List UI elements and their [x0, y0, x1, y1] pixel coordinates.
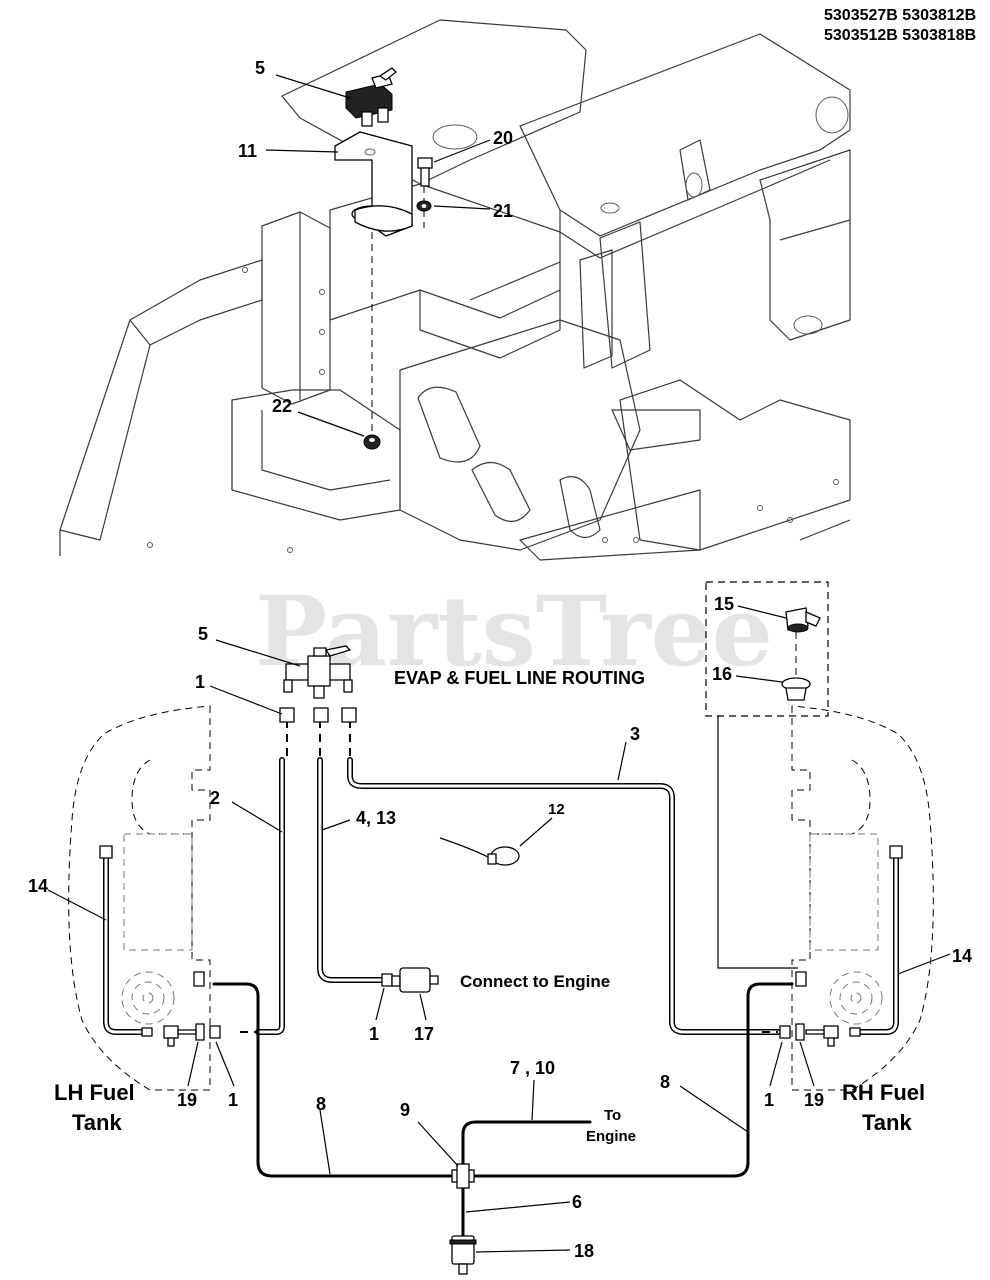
callout-17: 17 — [414, 1024, 434, 1044]
part-9-cross-fitting — [451, 1163, 475, 1189]
lh-fittings — [99, 845, 221, 1047]
callout-8-left: 8 — [316, 1094, 326, 1114]
rh-fuel-tank-label-line1: RH Fuel — [842, 1080, 925, 1105]
rh-fuel-tank-label-line2: Tank — [862, 1110, 912, 1135]
part-5-valve — [283, 645, 353, 699]
callout-1-canister: 1 — [369, 1024, 379, 1044]
part-15-rollover-valve — [785, 607, 821, 633]
top-callout-5: 5 — [255, 58, 265, 78]
callout-16: 16 — [712, 664, 732, 684]
callout-2: 2 — [210, 788, 220, 808]
callout-14-right: 14 — [952, 946, 972, 966]
detail-leader-line — [717, 716, 798, 969]
callout-14-left: 14 — [28, 876, 48, 896]
lh-fuel-tank-label-line1: LH Fuel — [54, 1080, 135, 1105]
top-callout-11: 11 — [238, 141, 257, 161]
part-17-carbon-canister — [381, 967, 439, 993]
top-callout-21: 21 — [493, 201, 513, 221]
connect-to-engine-label: Connect to Engine — [460, 972, 610, 991]
callout-19-left: 19 — [177, 1090, 197, 1110]
rh-fuel-tank-outline — [791, 705, 934, 1091]
clamps-1 — [279, 707, 357, 723]
part-12-cable-tie — [439, 837, 520, 866]
model-numbers-line2: 5303512B 5303818B — [824, 27, 976, 44]
detail-box — [705, 581, 829, 717]
diagram-title: EVAP & FUEL LINE ROUTING — [394, 668, 645, 688]
callout-9: 9 — [400, 1100, 410, 1120]
model-numbers-line1: 5303527B 5303812B — [824, 7, 976, 24]
top-callout-22: 22 — [272, 396, 292, 416]
lh-fuel-tank-outline — [68, 705, 211, 1091]
frame-illustration — [59, 19, 851, 561]
callout-1-valve-clamp: 1 — [195, 672, 205, 692]
callout-8-right: 8 — [660, 1072, 670, 1092]
top-callout-20: 20 — [493, 128, 513, 148]
callout-6: 6 — [572, 1192, 582, 1212]
callout-4-13: 4, 13 — [356, 808, 396, 828]
callout-5: 5 — [198, 624, 208, 644]
callout-19-right: 19 — [804, 1090, 824, 1110]
callout-12: 12 — [548, 801, 565, 818]
lh-fuel-tank-label-line2: Tank — [72, 1110, 122, 1135]
callout-7-10: 7 , 10 — [510, 1058, 555, 1078]
part-18-fuel-filter — [449, 1235, 477, 1275]
rh-fittings — [779, 845, 903, 1047]
callout-1-right: 1 — [764, 1090, 774, 1110]
to-engine-label-line1: To — [604, 1107, 621, 1124]
callout-1-left: 1 — [228, 1090, 238, 1110]
callout-18: 18 — [574, 1241, 594, 1261]
callout-3: 3 — [630, 724, 640, 744]
callout-15: 15 — [714, 594, 734, 614]
hose-lines — [103, 757, 899, 1238]
part-16-grommet — [781, 677, 811, 701]
to-engine-label-line2: Engine — [586, 1128, 636, 1145]
